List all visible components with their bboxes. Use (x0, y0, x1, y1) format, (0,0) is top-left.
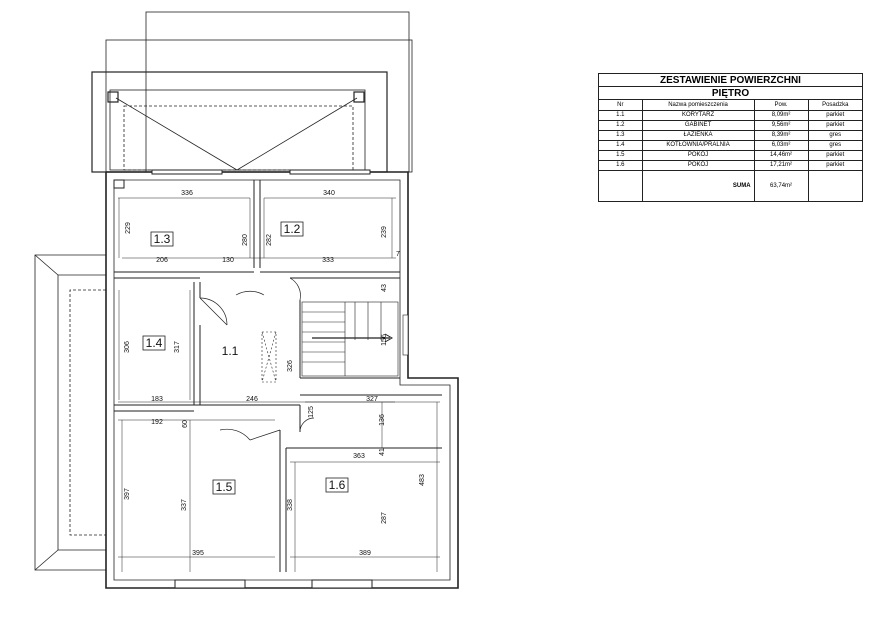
dim-label: 397 (124, 488, 131, 500)
table-row: 1.1 KORYTARZ 8,09m² parkiet (598, 110, 864, 121)
cell-area: 8,39m² (753, 130, 809, 141)
dim-label: 336 (181, 190, 193, 197)
column-header-area: Pow. (753, 99, 809, 111)
schedule-header-row: Nr Nazwa pomieszczenia Pow. Posadzka (598, 99, 864, 111)
interior-walls (113, 169, 442, 589)
dim-label: 389 (359, 550, 371, 557)
schedule-subtitle-row: PIĘTRO (598, 86, 863, 100)
cell-name: ŁAZIENKA (641, 130, 755, 141)
cell-area: 9,56m² (753, 120, 809, 131)
sum-empty-cell (598, 170, 643, 202)
staircase (301, 301, 409, 377)
cell-name: KOTŁOWNIA/PRALNIA (641, 140, 755, 151)
dim-label: 337 (181, 499, 188, 511)
dim-label: 317 (174, 341, 181, 353)
table-row: 1.3 ŁAZIENKA 8,39m² gres (598, 130, 864, 141)
room-labels: 1.3 1.2 1.4 1.1 1.5 1.6 (142, 221, 349, 495)
doors (199, 277, 315, 441)
cell-area: 6,03m² (753, 140, 809, 151)
dim-label: 483 (419, 474, 426, 486)
cell-floor: parkiet (807, 110, 864, 121)
dim-label: 229 (125, 222, 132, 234)
dimension-labels: 336 340 229 280 282 239 206 130 333 43 7… (124, 190, 426, 557)
exterior-walls (105, 171, 459, 589)
cell-nr: 1.3 (598, 130, 643, 141)
cell-floor: gres (807, 140, 864, 151)
cell-floor: parkiet (807, 160, 864, 171)
room-label-1-3: 1.3 (154, 232, 171, 246)
dim-label: 282 (266, 234, 273, 246)
dim-label: 60 (182, 420, 189, 428)
cell-area: 14,46m² (753, 150, 809, 161)
cell-nr: 1.5 (598, 150, 643, 161)
dim-label: 326 (287, 360, 294, 372)
dim-label: 125 (308, 406, 315, 418)
dim-label: 246 (246, 396, 258, 403)
dim-label: 239 (381, 226, 388, 238)
dim-label: 306 (124, 341, 131, 353)
dim-label: 192 (151, 419, 163, 426)
room-label-1-4: 1.4 (146, 336, 163, 350)
dim-label: 206 (156, 257, 168, 264)
dim-label: 136 (379, 414, 386, 426)
table-row: 1.2 GABINET 9,56m² parkiet (598, 120, 864, 131)
room-label-1-5: 1.5 (216, 480, 233, 494)
room-label-1-1: 1.1 (222, 344, 239, 358)
dim-label: 363 (353, 453, 365, 460)
dim-label: 327 (366, 396, 378, 403)
sum-value: 63,74m² (753, 170, 809, 202)
cell-name: POKÓJ (641, 150, 755, 161)
dim-label: 338 (287, 499, 294, 511)
cell-name: KORYTARZ (641, 110, 755, 121)
cell-area: 17,21m² (753, 160, 809, 171)
sum-label: SUMA (641, 170, 755, 202)
roof-outline-top (91, 11, 413, 173)
dim-label: 41 (379, 448, 386, 456)
room-label-1-2: 1.2 (284, 222, 301, 236)
dim-label: 43 (381, 284, 388, 292)
dim-label: 280 (242, 234, 249, 246)
dim-label: 340 (323, 190, 335, 197)
column-header-name: Nazwa pomieszczenia (641, 99, 755, 111)
schedule-title: ZESTAWIENIE POWIERZCHNI (598, 73, 863, 87)
cell-name: GABINET (641, 120, 755, 131)
table-row: 1.4 KOTŁOWNIA/PRALNIA 6,03m² gres (598, 140, 864, 151)
table-row: 1.6 POKÓJ 17,21m² parkiet (598, 160, 864, 171)
dim-label: 287 (381, 512, 388, 524)
cell-floor: parkiet (807, 150, 864, 161)
cell-nr: 1.2 (598, 120, 643, 131)
dim-label: 130 (222, 257, 234, 264)
room-label-1-6: 1.6 (329, 478, 346, 492)
skylight (261, 331, 277, 383)
cell-area: 8,09m² (753, 110, 809, 121)
dim-label: 7 (396, 251, 400, 258)
table-row: 1.5 POKÓJ 14,46m² parkiet (598, 150, 864, 161)
schedule-subtitle: PIĘTRO (598, 86, 863, 100)
dim-label: 183 (151, 396, 163, 403)
roof-outline-left (34, 254, 106, 571)
cell-nr: 1.4 (598, 140, 643, 151)
cell-name: POKÓJ (641, 160, 755, 171)
schedule-sum-row: SUMA 63,74m² (598, 170, 864, 202)
cell-floor: gres (807, 130, 864, 141)
cell-nr: 1.1 (598, 110, 643, 121)
sum-empty-cell (807, 170, 864, 202)
dim-label: 333 (322, 257, 334, 264)
dim-label: 156 (381, 334, 388, 346)
cell-nr: 1.6 (598, 160, 643, 171)
schedule-title-row: ZESTAWIENIE POWIERZCHNI (598, 73, 863, 87)
column-header-floor: Posadzka (807, 99, 864, 111)
column-header-nr: Nr (598, 99, 643, 111)
cell-floor: parkiet (807, 120, 864, 131)
area-schedule-table: ZESTAWIENIE POWIERZCHNI PIĘTRO Nr Nazwa … (598, 73, 864, 202)
dim-label: 395 (192, 550, 204, 557)
dimension-lines (118, 197, 440, 572)
